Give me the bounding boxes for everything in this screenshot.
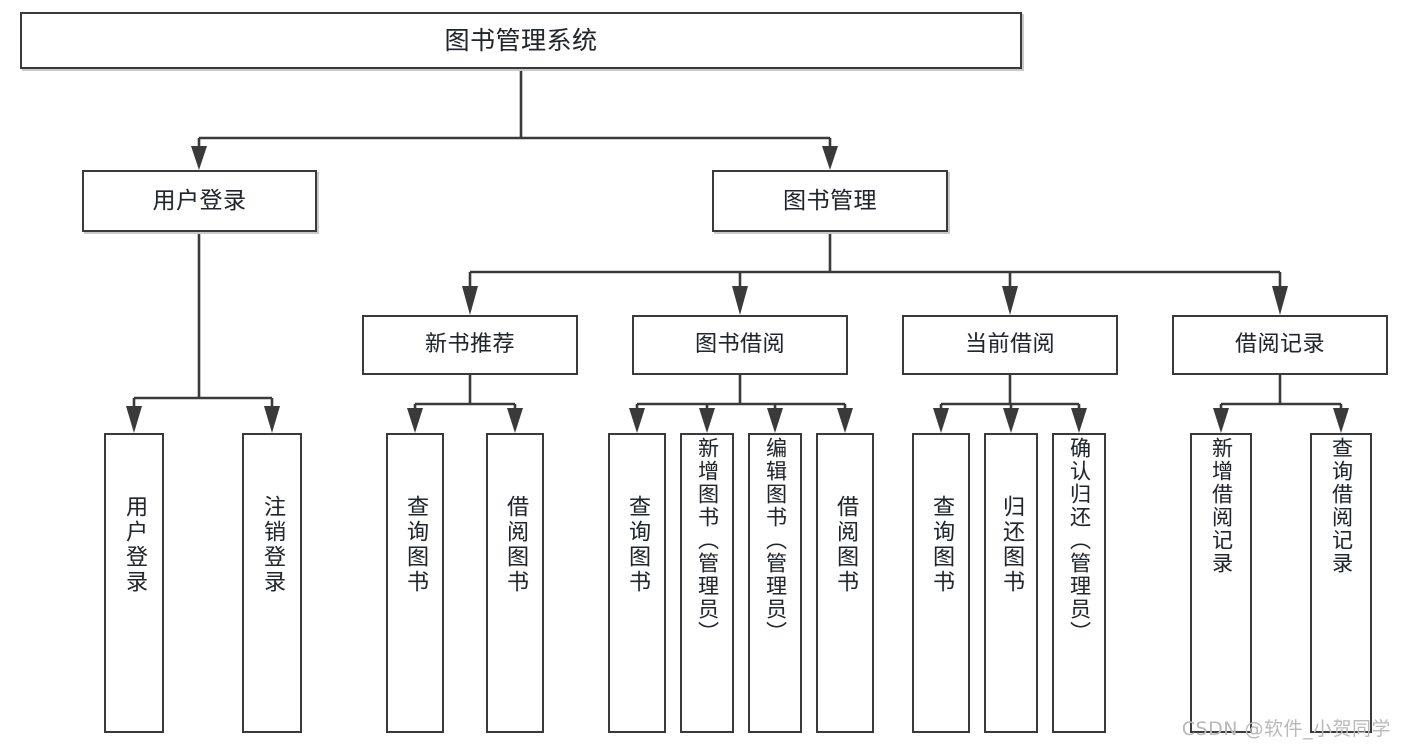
node-label: 查询借阅记录	[1329, 437, 1354, 575]
leaf-user-logout[interactable]: 注销登录	[242, 433, 302, 733]
node-label: 编辑图书（管理员）	[763, 437, 788, 644]
node-label: 用户登录	[122, 495, 147, 595]
arrowhead-query-book-2	[629, 408, 645, 433]
node-label: 查询图书	[929, 495, 954, 595]
node-new-book-recommendation[interactable]: 新书推荐	[362, 315, 578, 375]
leaf-edit-book-admin[interactable]: 编辑图书（管理员）	[748, 433, 802, 733]
arrowhead-user-logout-leaf	[264, 406, 280, 433]
node-label: 用户登录	[152, 187, 247, 214]
arrowhead-borrow-book-2	[837, 408, 853, 433]
node-label: 图书借阅	[694, 332, 785, 358]
node-book-management[interactable]: 图书管理	[712, 170, 948, 232]
leaf-query-book-recommendation[interactable]: 查询图书	[386, 433, 444, 733]
leaf-query-book-current[interactable]: 查询图书	[912, 433, 970, 733]
leaf-query-book-borrowing[interactable]: 查询图书	[608, 433, 666, 733]
node-current-borrowing[interactable]: 当前借阅	[902, 315, 1118, 375]
node-borrowing-record[interactable]: 借阅记录	[1172, 315, 1388, 375]
leaf-borrow-book-recommendation[interactable]: 借阅图书	[486, 433, 544, 733]
arrowhead-edit-book	[767, 408, 783, 433]
node-label: 新书推荐	[424, 332, 515, 358]
node-label: 图书管理系统	[444, 26, 598, 55]
node-root-system[interactable]: 图书管理系统	[20, 12, 1022, 69]
arrowhead-confirm-return	[1071, 408, 1087, 433]
node-label: 归还图书	[999, 495, 1024, 595]
arrowhead-add-record	[1213, 408, 1229, 433]
node-label: 借阅图书	[503, 495, 528, 595]
leaf-return-book[interactable]: 归还图书	[984, 433, 1038, 733]
arrowhead-query-book-1	[407, 408, 423, 433]
node-label: 借阅图书	[833, 495, 858, 595]
node-label: 注销登录	[260, 495, 285, 595]
node-label: 借阅记录	[1234, 332, 1325, 358]
arrowhead-user-login-leaf	[126, 406, 142, 433]
arrowhead-book-borrow	[732, 286, 748, 315]
arrowhead-query-record	[1333, 408, 1349, 433]
node-label: 确认归还（管理员）	[1067, 437, 1092, 644]
node-label: 新增图书（管理员）	[695, 437, 720, 644]
leaf-query-borrowing-record[interactable]: 查询借阅记录	[1310, 433, 1372, 733]
arrowhead-borrow-book-1	[507, 408, 523, 433]
csdn-watermark: CSDN @软件_小贺同学	[1181, 718, 1391, 740]
arrowhead-current-borrow	[1002, 286, 1018, 315]
arrowhead-user-login	[191, 146, 207, 170]
arrowhead-return-book	[1003, 408, 1019, 433]
leaf-add-borrowing-record[interactable]: 新增借阅记录	[1190, 433, 1252, 733]
arrowhead-query-book-3	[933, 408, 949, 433]
node-label: 查询图书	[625, 495, 650, 595]
leaf-confirm-return-admin[interactable]: 确认归还（管理员）	[1052, 433, 1106, 733]
node-label: 图书管理	[783, 187, 877, 214]
leaf-add-book-admin[interactable]: 新增图书（管理员）	[680, 433, 734, 733]
node-label: 新增借阅记录	[1209, 437, 1234, 575]
arrowhead-new-book-rec	[462, 286, 478, 315]
node-label: 查询图书	[403, 495, 428, 595]
node-label: 当前借阅	[964, 332, 1055, 358]
arrowhead-add-book	[699, 408, 715, 433]
arrowhead-book-mgmt	[822, 146, 838, 170]
node-user-login[interactable]: 用户登录	[82, 170, 317, 232]
node-book-borrowing[interactable]: 图书借阅	[632, 315, 848, 375]
arrowhead-borrow-record	[1272, 286, 1288, 315]
leaf-user-login[interactable]: 用户登录	[104, 433, 164, 733]
leaf-borrow-book-borrowing[interactable]: 借阅图书	[816, 433, 874, 733]
